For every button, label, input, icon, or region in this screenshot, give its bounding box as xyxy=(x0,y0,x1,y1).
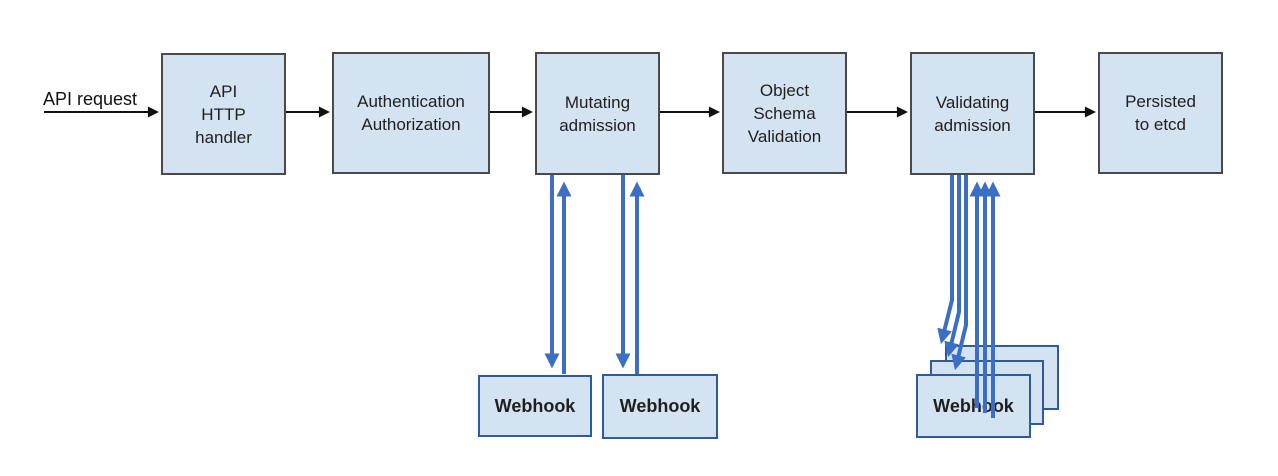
validating-down-arrow-1 xyxy=(937,175,954,345)
node-validating-admission: Validating admission xyxy=(910,52,1035,175)
node-persisted-to-etcd: Persisted to etcd xyxy=(1098,52,1223,174)
node-authentication-authorization: Authentication Authorization xyxy=(332,52,490,174)
mutating-webhook-box-1: Webhook xyxy=(478,375,592,437)
node-mutating-admission: Mutating admission xyxy=(535,52,660,175)
validating-down-arrow-3 xyxy=(951,175,968,371)
validating-down-arrow-2 xyxy=(944,175,961,358)
node-object-schema-validation: Object Schema Validation xyxy=(722,52,847,174)
node-api-http-handler: API HTTP handler xyxy=(161,53,286,175)
validating-webhook-box-front: Webhook xyxy=(916,374,1031,438)
mutating-webhook-arrows xyxy=(544,175,645,374)
api-request-label: API request xyxy=(43,89,138,109)
mutating-webhook-box-2: Webhook xyxy=(602,374,718,439)
